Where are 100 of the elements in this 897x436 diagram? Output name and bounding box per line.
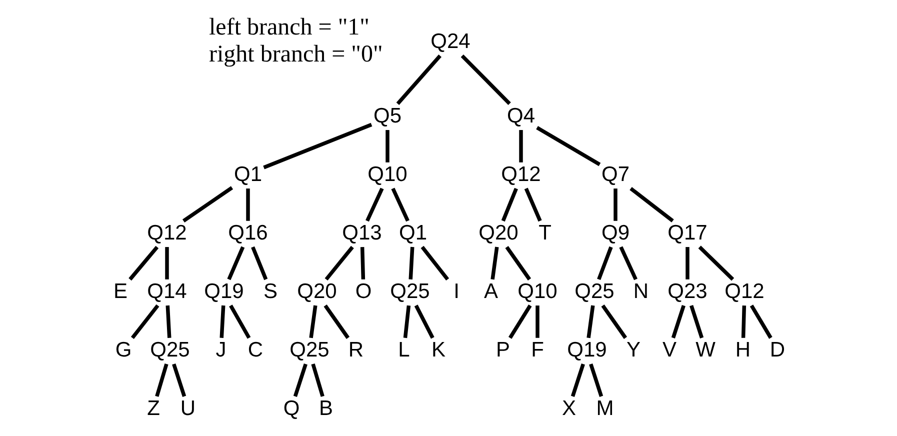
connector	[460, 54, 510, 106]
node-text: G	[114, 338, 132, 362]
connector	[308, 305, 317, 338]
connector	[600, 304, 627, 339]
connector	[310, 363, 324, 397]
connector	[182, 186, 233, 222]
connector	[360, 246, 365, 280]
connector	[500, 188, 518, 222]
connector	[365, 188, 384, 222]
connector	[130, 304, 159, 340]
node-text: E	[112, 280, 128, 303]
connector	[246, 188, 250, 221]
connector	[670, 304, 685, 338]
connector	[324, 246, 354, 281]
node-text: N	[632, 280, 648, 303]
node-text: O	[354, 280, 372, 303]
node-text: Q20	[478, 221, 518, 244]
node-text: Q19	[204, 280, 244, 303]
connector	[292, 363, 307, 397]
node-text: Q	[282, 396, 300, 420]
connector	[518, 130, 522, 162]
node-text: Q17	[667, 221, 707, 244]
node-text: Q24	[430, 30, 470, 54]
node-text: Y	[626, 338, 640, 362]
connector	[385, 130, 389, 162]
connector	[164, 247, 168, 280]
node-text: R	[348, 338, 364, 362]
connector	[613, 188, 617, 221]
node-text: Q16	[228, 221, 268, 244]
label: right branch = "0"	[208, 42, 382, 68]
connector	[570, 363, 584, 397]
connector	[685, 247, 689, 280]
node-text: U	[180, 396, 196, 420]
node-text: F	[530, 338, 544, 362]
node-text: Q20	[296, 280, 336, 303]
node-text: P	[495, 338, 510, 362]
node-text: Q12	[724, 280, 764, 303]
connector	[408, 246, 414, 280]
node-text: D	[769, 338, 785, 362]
node-text: C	[247, 338, 263, 362]
node-text: Q14	[146, 280, 186, 303]
connector	[262, 122, 372, 170]
node-text: Q19	[566, 338, 606, 362]
connector	[250, 246, 268, 280]
node-text: Q5	[372, 104, 402, 128]
connector	[689, 304, 704, 338]
connector	[524, 188, 542, 222]
node-text: V	[662, 338, 676, 362]
connector	[165, 305, 171, 338]
connector	[154, 363, 168, 397]
node-text: Q25	[390, 280, 430, 303]
node-text: Q12	[500, 162, 540, 186]
node-text: Q1	[233, 162, 262, 186]
node-text: Q9	[600, 221, 630, 244]
connector	[228, 304, 250, 339]
connector	[740, 305, 746, 338]
label: left branch = "1"	[208, 14, 369, 41]
node-text: Q25	[150, 338, 190, 362]
connector	[323, 304, 350, 339]
node-text: Q13	[342, 221, 382, 244]
connector	[219, 305, 225, 338]
node-text: M	[596, 396, 614, 420]
connector	[490, 246, 498, 280]
node-text: S	[262, 280, 278, 303]
connector	[698, 246, 734, 281]
node-text: J	[215, 338, 226, 362]
node-text: Q1	[398, 221, 427, 244]
connector	[586, 305, 594, 338]
connector	[588, 363, 603, 397]
node-text: B	[318, 396, 333, 420]
node-text: T	[538, 221, 551, 244]
node-text: W	[695, 338, 715, 362]
connector	[618, 246, 637, 280]
node-text: K	[430, 338, 446, 362]
node-text: Q23	[667, 280, 707, 303]
node-text: H	[734, 338, 750, 362]
connector	[226, 246, 244, 280]
connector	[420, 246, 449, 281]
node-text: X	[561, 396, 576, 420]
connector	[504, 246, 531, 280]
node-text: Q10	[517, 280, 557, 303]
node-text: Q4	[506, 104, 535, 128]
connector	[396, 54, 441, 105]
node-text: Q10	[367, 162, 407, 186]
node-text: A	[483, 280, 498, 303]
connector	[508, 304, 532, 339]
node-text: L	[398, 338, 410, 362]
node-text: Q25	[289, 338, 329, 362]
connector	[535, 306, 539, 338]
connector	[749, 304, 772, 339]
node-text: Q25	[574, 280, 614, 303]
node-text: Q7	[600, 162, 630, 186]
connector	[596, 246, 612, 280]
node-text: Q12	[146, 221, 186, 244]
connector	[128, 246, 158, 281]
connector	[629, 187, 674, 222]
connector	[414, 304, 434, 339]
node-text: Z	[146, 396, 160, 420]
node-text: I	[453, 280, 459, 303]
connector	[172, 363, 186, 397]
